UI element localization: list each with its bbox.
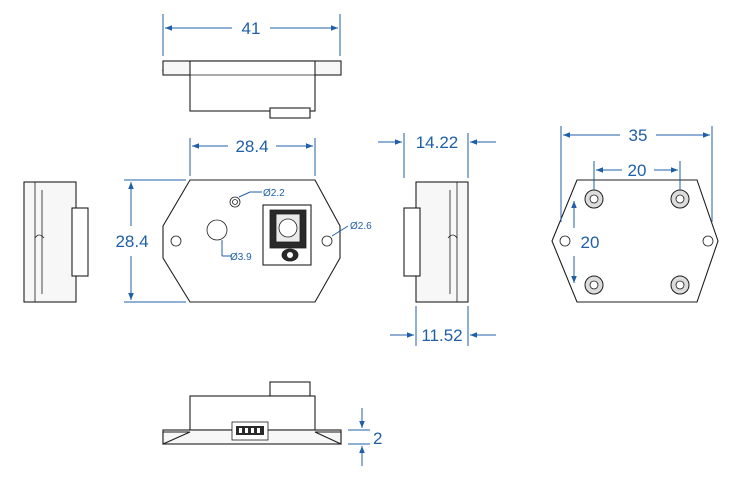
dim-label-28-4-height: 28.4 bbox=[115, 232, 148, 251]
back-view-plate bbox=[551, 179, 719, 303]
boss-tl bbox=[584, 189, 604, 209]
dim-label-14-22: 14.22 bbox=[416, 133, 459, 152]
left-mount-hole bbox=[170, 235, 182, 247]
front-view-plate bbox=[162, 179, 341, 303]
dim-label-20-y: 20 bbox=[581, 233, 600, 252]
back-right-hole bbox=[702, 235, 714, 247]
right-side-view bbox=[403, 181, 469, 303]
dim-front-height: 28.4 bbox=[115, 179, 186, 303]
bottom-view-connector-cap bbox=[269, 381, 311, 397]
back-view bbox=[551, 179, 719, 303]
small-hole bbox=[229, 196, 241, 208]
top-view bbox=[161, 60, 342, 119]
dim-label-20-x: 20 bbox=[628, 161, 647, 180]
callout-big-hole: Ø3.9 bbox=[230, 252, 252, 263]
boss-bl bbox=[584, 275, 604, 295]
callout-small-hole: Ø2.2 bbox=[263, 188, 285, 199]
dim-back-width: 35 bbox=[560, 126, 713, 222]
right-mount-hole bbox=[321, 235, 333, 247]
boss-br bbox=[670, 275, 690, 295]
dim-label-28-4-width: 28.4 bbox=[235, 137, 268, 156]
dim-hole-spacing-x: 20 bbox=[593, 161, 681, 190]
left-view-stub bbox=[71, 207, 89, 277]
boss-tr bbox=[670, 189, 690, 209]
dim-label-41: 41 bbox=[242, 19, 261, 38]
top-view-connector bbox=[269, 107, 311, 119]
right-view-stub bbox=[403, 207, 421, 277]
callout-mount-hole: Ø2.6 bbox=[350, 221, 372, 232]
dim-top-width: 41 bbox=[162, 14, 341, 56]
right-view-housing bbox=[415, 181, 469, 303]
left-side-view bbox=[23, 181, 89, 303]
back-left-hole bbox=[559, 235, 571, 247]
dim-label-11-52: 11.52 bbox=[421, 326, 462, 345]
big-hole bbox=[206, 219, 228, 241]
bottom-view bbox=[162, 381, 342, 445]
dim-label-2: 2 bbox=[373, 429, 382, 448]
dim-side-bottom: 11.52 bbox=[390, 306, 496, 346]
top-view-body bbox=[189, 60, 316, 112]
dim-side-top: 14.22 bbox=[378, 133, 496, 178]
front-view bbox=[162, 179, 341, 303]
front-callouts: Ø2.2 Ø2.6 Ø3.9 bbox=[221, 188, 372, 263]
left-view-housing bbox=[23, 181, 77, 303]
dim-bottom-thickness: 2 bbox=[348, 408, 382, 466]
dim-label-35: 35 bbox=[629, 126, 648, 145]
dim-front-width: 28.4 bbox=[189, 137, 316, 176]
dim-hole-spacing-y: 20 bbox=[571, 201, 600, 283]
